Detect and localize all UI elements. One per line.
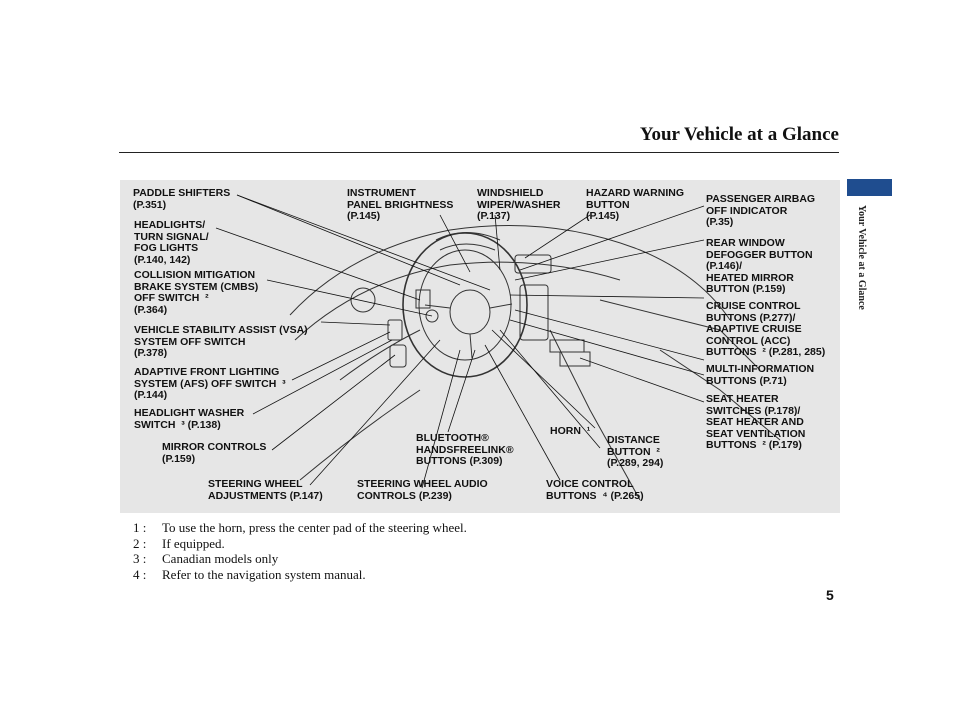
label-paddle-shifters: PADDLE SHIFTERS (P.351) bbox=[133, 187, 231, 211]
label-horn: HORN ¹ bbox=[550, 425, 591, 437]
label-mirror-controls: MIRROR CONTROLS (P.159) bbox=[162, 441, 267, 465]
label-rear-defogger: REAR WINDOW DEFOGGER BUTTON (P.146)/ HEA… bbox=[706, 237, 813, 296]
label-headlights: HEADLIGHTS/ TURN SIGNAL/ FOG LIGHTS (P.1… bbox=[134, 219, 209, 266]
page-title: Your Vehicle at a Glance bbox=[639, 124, 839, 145]
seat-switch bbox=[559, 351, 591, 367]
instrument-cluster bbox=[435, 232, 501, 241]
dash-outline bbox=[289, 225, 731, 321]
label-voice-control: VOICE CONTROL BUTTONS ⁴ (P.265) bbox=[546, 478, 644, 502]
title-rule bbox=[119, 152, 839, 153]
footnote-2: 2 :If equipped. bbox=[133, 535, 225, 551]
label-multi-information: MULTI-INFORMATION BUTTONS (P.71) bbox=[706, 363, 815, 387]
cmbs-switch bbox=[425, 309, 439, 323]
label-cmbs: COLLISION MITIGATION BRAKE SYSTEM (CMBS)… bbox=[134, 269, 259, 316]
label-instrument-brightness: INSTRUMENT PANEL BRIGHTNESS (P.145) bbox=[347, 187, 454, 223]
footnotes: 1 :To use the horn, press the center pad… bbox=[133, 520, 467, 582]
label-passenger-airbag: PASSENGER AIRBAG OFF INDICATOR (P.35) bbox=[706, 193, 816, 229]
label-cruise-control: CRUISE CONTROL BUTTONS (P.277)/ ADAPTIVE… bbox=[706, 300, 826, 359]
center-vent bbox=[514, 254, 552, 274]
footnote-1: 1 :To use the horn, press the center pad… bbox=[133, 520, 467, 535]
label-vsa: VEHICLE STABILITY ASSIST (VSA) SYSTEM OF… bbox=[134, 324, 308, 360]
steering-hub bbox=[449, 289, 491, 335]
footnote-3: 3 :Canadian models only bbox=[133, 551, 279, 566]
label-seat-heater: SEAT HEATER SWITCHES (P.178)/ SEAT HEATE… bbox=[706, 393, 806, 452]
label-afs: ADAPTIVE FRONT LIGHTING SYSTEM (AFS) OFF… bbox=[134, 366, 286, 402]
label-bluetooth: BLUETOOTH® HANDSFREELINK® BUTTONS (P.309… bbox=[416, 432, 514, 468]
steering-wheel-inner bbox=[418, 249, 512, 361]
label-hazard-warning: HAZARD WARNING BUTTON (P.145) bbox=[586, 187, 684, 223]
page-number: 5 bbox=[826, 587, 834, 603]
dash-inner bbox=[294, 261, 621, 341]
dashboard-diagram: PADDLE SHIFTERS (P.351) HEADLIGHTS/ TURN… bbox=[120, 180, 840, 513]
center-stack bbox=[519, 284, 549, 341]
left-switch-panel bbox=[387, 319, 403, 341]
label-steering-audio: STEERING WHEEL AUDIO CONTROLS (P.239) bbox=[357, 478, 488, 502]
section-tab bbox=[847, 179, 892, 196]
left-vent bbox=[350, 287, 376, 313]
dashboard-illustration bbox=[215, 194, 781, 501]
footnote-4: 4 :Refer to the navigation system manual… bbox=[133, 566, 366, 582]
label-steering-adjustments: STEERING WHEEL ADJUSTMENTS (P.147) bbox=[208, 478, 323, 502]
label-distance-button: DISTANCE BUTTON ² (P.289, 294) bbox=[607, 434, 664, 470]
mirror-switch bbox=[389, 344, 407, 368]
label-headlight-washer: HEADLIGHT WASHER SWITCH ³ (P.138) bbox=[134, 407, 245, 431]
console-switch bbox=[549, 339, 585, 353]
label-wiper-washer: WINDSHIELD WIPER/WASHER (P.137) bbox=[477, 187, 561, 223]
side-section-label: Your Vehicle at a Glance bbox=[856, 205, 867, 310]
